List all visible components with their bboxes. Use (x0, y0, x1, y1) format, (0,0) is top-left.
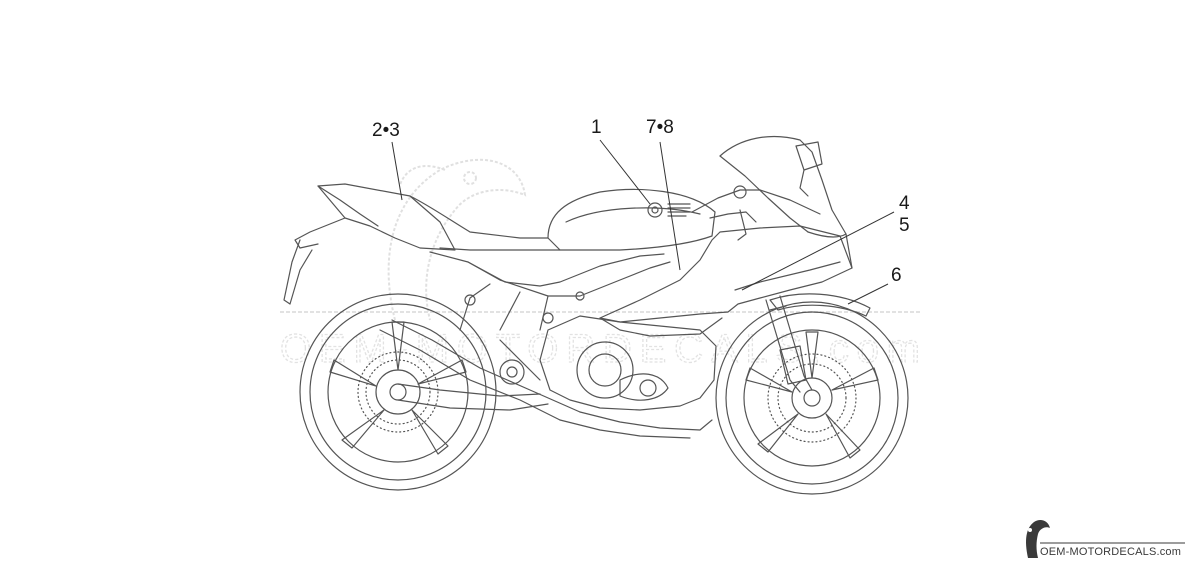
front-brake-disc (767, 353, 857, 443)
callout-7-8: 7•8 (646, 117, 674, 138)
callout-4: 4 (899, 193, 910, 214)
callout-1: 1 (591, 117, 602, 138)
leader-line-7-8 (659, 141, 681, 271)
rear-brake-disc (357, 351, 439, 433)
front-wheel (715, 301, 909, 495)
tank-emblem-icon (647, 202, 691, 218)
callout-5: 5 (899, 215, 910, 236)
watermark-center-text: OEM-MOTORDECALS.com (280, 327, 920, 371)
leader-line-4-5 (741, 211, 895, 291)
callout-6: 6 (891, 265, 902, 286)
side-fairing (599, 225, 853, 337)
fuel-tank (547, 188, 716, 251)
leader-line-2-3 (391, 141, 403, 201)
tail-cowl (294, 183, 456, 251)
front-fender (769, 293, 871, 317)
rear-wheel (299, 293, 497, 491)
seat (409, 195, 561, 251)
frame (429, 251, 671, 331)
leader-line-6 (847, 283, 889, 305)
front-fork (765, 295, 813, 393)
leader-lines (391, 139, 895, 305)
mirror (795, 141, 823, 197)
callout-2-3: 2•3 (372, 120, 400, 141)
brand-logo (1026, 520, 1185, 558)
leader-line-1 (599, 139, 651, 205)
handlebar (691, 185, 761, 241)
bird-logo-icon (1026, 520, 1050, 558)
license-plate-bracket (283, 239, 313, 305)
watermark-url: OEM-MOTORDECALS.com (1040, 546, 1182, 558)
engine (499, 315, 717, 411)
swingarm (397, 383, 549, 411)
watermark-bird-icon (387, 158, 527, 321)
front-cowl (719, 135, 853, 269)
front-caliper (779, 345, 807, 385)
